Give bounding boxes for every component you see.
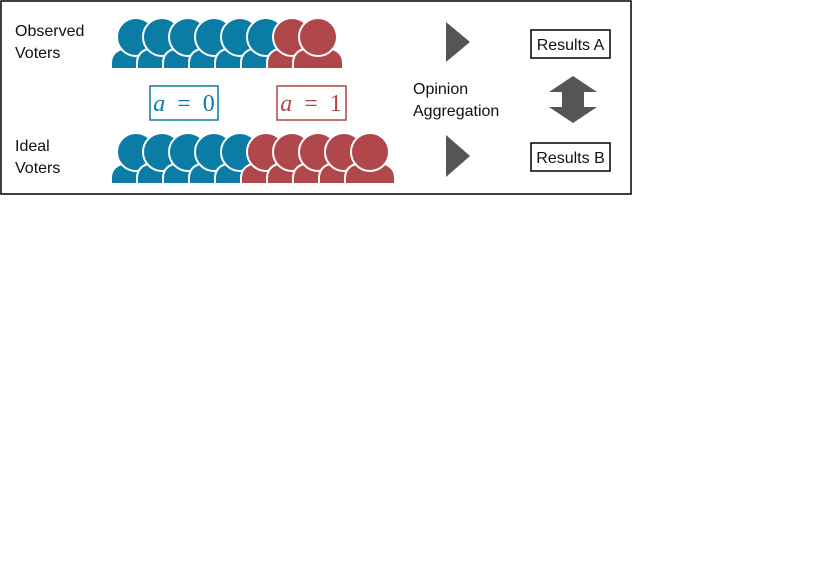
group-a1-value: 1 <box>330 91 342 117</box>
group-a0-value: 0 <box>203 91 215 117</box>
person-icon <box>292 17 344 70</box>
results-b-label: Results B <box>536 150 604 167</box>
double-vertical-arrow-icon <box>549 76 597 123</box>
observed-voters-label: Observed Voters <box>15 23 89 62</box>
right-triangle-arrow-icon <box>446 22 470 62</box>
observed-voters-crowd <box>110 17 344 70</box>
observed-label-line2: Voters <box>15 45 60 62</box>
person-icon <box>344 132 396 185</box>
group-a0-variable: a <box>153 91 165 117</box>
group-a0-box: a = 0 <box>149 85 219 121</box>
results-a-box: Results A <box>530 29 611 59</box>
group-a1-label: a = 1 <box>280 91 342 117</box>
observed-label-line1: Observed <box>15 23 84 40</box>
ideal-label-line1: Ideal <box>15 138 50 155</box>
group-a0-border <box>149 85 219 121</box>
results-a-label: Results A <box>537 37 605 54</box>
opinion-aggregation-label: Opinion Aggregation <box>413 81 499 120</box>
group-a1-operator: = <box>304 91 318 117</box>
ideal-voters-crowd <box>110 132 396 185</box>
results-a-border <box>530 29 611 59</box>
results-b-border <box>530 142 611 172</box>
group-a1-variable: a <box>280 91 292 117</box>
ideal-label-line2: Voters <box>15 160 60 177</box>
group-a0-label: a = 0 <box>153 91 215 117</box>
ideal-voters-label: Ideal Voters <box>15 138 60 177</box>
right-triangle-arrow-icon <box>446 135 470 177</box>
group-a1-box: a = 1 <box>276 85 347 121</box>
group-a1-border <box>276 85 347 121</box>
opinion-aggregation-line2: Aggregation <box>413 103 499 120</box>
opinion-aggregation-line1: Opinion <box>413 81 468 98</box>
group-a0-operator: = <box>177 91 191 117</box>
results-b-box: Results B <box>530 142 611 172</box>
